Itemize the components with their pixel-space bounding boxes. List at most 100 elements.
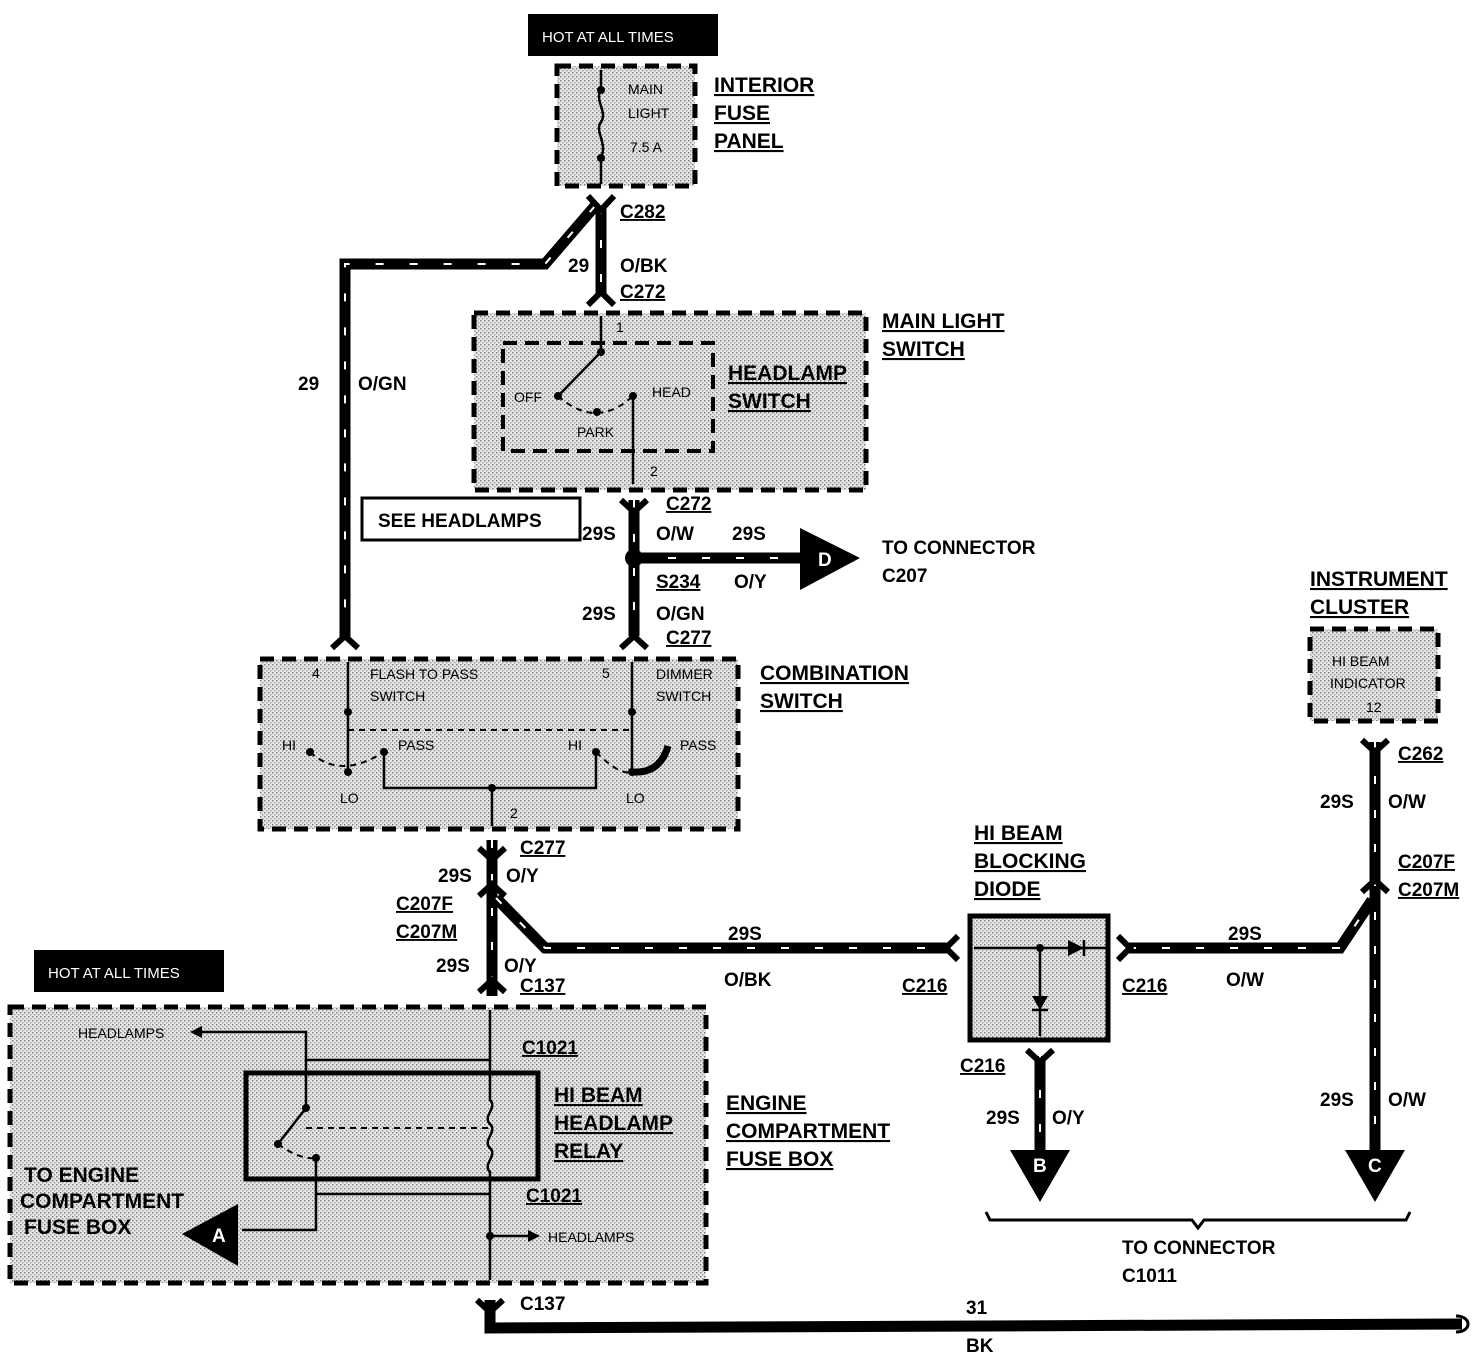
arrow-d-text: D bbox=[818, 550, 832, 571]
headlamp-switch-box bbox=[501, 341, 715, 453]
wire-31-num: 31 bbox=[966, 1298, 988, 1319]
pass-right: PASS bbox=[680, 737, 716, 753]
headlamps-bottom: HEADLAMPS bbox=[548, 1229, 634, 1245]
conn-c282: C282 bbox=[620, 202, 665, 223]
comb-pin-5: 5 bbox=[602, 665, 610, 681]
arrow-b-text: B bbox=[1033, 1156, 1047, 1177]
relay-title-1: HI BEAM bbox=[554, 1084, 643, 1107]
to-engine-1: TO ENGINE bbox=[24, 1164, 139, 1187]
interior-fuse-title-1: INTERIOR bbox=[714, 74, 814, 97]
conn-c207m-left: C207M bbox=[396, 922, 457, 943]
wire-29s-a-num: 29S bbox=[582, 524, 616, 545]
wire-29s-e-num: 29S bbox=[436, 956, 470, 977]
fuse-internals bbox=[597, 70, 605, 184]
pin-2: 2 bbox=[650, 463, 658, 479]
wire-29s-a-color: O/W bbox=[656, 524, 694, 545]
to-connector-c1011-1: TO CONNECTOR bbox=[1122, 1238, 1276, 1259]
wire-29s-cl-color: O/W bbox=[1388, 792, 1426, 813]
flash-label-2: SWITCH bbox=[370, 688, 425, 704]
cluster-title-2: CLUSTER bbox=[1310, 596, 1409, 619]
wire-29-ogn-num: 29 bbox=[298, 374, 319, 395]
arrow-d: D bbox=[800, 528, 860, 590]
wire-29-num: 29 bbox=[568, 256, 589, 277]
wire-29s-obk-to-diode bbox=[492, 894, 948, 954]
indicator-label-3: 12 bbox=[1366, 699, 1382, 715]
wire-29s-dout-num: 29S bbox=[1228, 924, 1262, 945]
wire-29s-h-num: 29S bbox=[728, 924, 762, 945]
ground-end-icon bbox=[1455, 1314, 1470, 1334]
see-headlamps-box: SEE HEADLAMPS bbox=[360, 496, 582, 542]
conn-c216-left: C216 bbox=[902, 976, 947, 997]
conn-c216-right: C216 bbox=[1122, 976, 1167, 997]
diode-internals bbox=[974, 940, 1106, 1036]
indicator-label-1: HI BEAM bbox=[1332, 653, 1390, 669]
pin-1: 1 bbox=[616, 319, 624, 335]
flash-label-1: FLASH TO PASS bbox=[370, 666, 478, 682]
conn-c137-bottom: C137 bbox=[520, 1294, 565, 1315]
wire-29s-c-num: 29S bbox=[438, 866, 472, 887]
pos-off: OFF bbox=[514, 389, 542, 405]
conn-c137-top: C137 bbox=[520, 976, 565, 997]
lo-left: LO bbox=[340, 790, 359, 806]
diode-title-2: BLOCKING bbox=[974, 850, 1086, 873]
conn-c272-bottom: C272 bbox=[666, 494, 711, 515]
wire-29-color: O/BK bbox=[620, 256, 668, 277]
banner-left: HOT AT ALL TIMES bbox=[34, 950, 224, 992]
fuse-label-2: LIGHT bbox=[628, 105, 670, 121]
wire-29-ogn-color: O/GN bbox=[358, 374, 407, 395]
interior-fuse-title-3: PANEL bbox=[714, 130, 784, 153]
wire-29s-bout-color: O/Y bbox=[1052, 1108, 1085, 1129]
banner-top-text: HOT AT ALL TIMES bbox=[542, 29, 674, 46]
arrow-c: C bbox=[1345, 1150, 1405, 1202]
wire-29s-d-color: O/Y bbox=[734, 572, 767, 593]
wire-29s-e-color: O/Y bbox=[504, 956, 537, 977]
dimmer-label-2: SWITCH bbox=[656, 688, 711, 704]
pos-park: PARK bbox=[577, 424, 615, 440]
arrow-a-text: A bbox=[212, 1226, 226, 1247]
relay-title-3: RELAY bbox=[554, 1140, 623, 1163]
c1011-brace bbox=[984, 1211, 1412, 1231]
headlamp-switch-internals bbox=[554, 316, 637, 484]
interior-fuse-title-2: FUSE bbox=[714, 102, 770, 125]
to-connector-c1011-2: C1011 bbox=[1122, 1266, 1177, 1287]
engine-fuse-title-2: COMPARTMENT bbox=[726, 1120, 890, 1143]
wire-29s-cout-color: O/W bbox=[1388, 1090, 1426, 1111]
engine-fuse-title-1: ENGINE bbox=[726, 1092, 807, 1115]
fuse-label-1: MAIN bbox=[628, 81, 663, 97]
pos-head: HEAD bbox=[652, 384, 691, 400]
conn-c207f-right: C207F bbox=[1398, 852, 1455, 873]
banner-top: HOT AT ALL TIMES bbox=[528, 14, 718, 56]
instrument-cluster-box bbox=[1307, 626, 1441, 724]
to-engine-3: FUSE BOX bbox=[24, 1216, 131, 1239]
arrow-b: B bbox=[1010, 1150, 1070, 1202]
conn-c1021-top: C1021 bbox=[522, 1038, 578, 1059]
conn-c277-bottom: C277 bbox=[520, 838, 565, 859]
splice-s234-label: S234 bbox=[656, 572, 701, 593]
see-headlamps-text: SEE HEADLAMPS bbox=[378, 511, 542, 532]
combination-title-2: SWITCH bbox=[760, 690, 843, 713]
engine-compartment-fuse-box bbox=[7, 1004, 709, 1286]
main-light-title-1: MAIN LIGHT bbox=[882, 310, 1005, 333]
fusebox-internals bbox=[190, 1010, 540, 1280]
relay-title-2: HEADLAMP bbox=[554, 1112, 673, 1135]
conn-c272-top: C272 bbox=[620, 282, 665, 303]
wire-29s-b-color: O/GN bbox=[656, 604, 705, 625]
to-connector-c207-1: TO CONNECTOR bbox=[882, 538, 1036, 559]
hi-left: HI bbox=[282, 737, 296, 753]
wire-29s-cl-num: 29S bbox=[1320, 792, 1354, 813]
headlamps-top: HEADLAMPS bbox=[78, 1025, 164, 1041]
combination-title-1: COMBINATION bbox=[760, 662, 909, 685]
wire-29s-d-num: 29S bbox=[732, 524, 766, 545]
indicator-label-2: INDICATOR bbox=[1330, 675, 1406, 691]
banner-left-text: HOT AT ALL TIMES bbox=[48, 965, 180, 982]
conn-c207f-left: C207F bbox=[396, 894, 453, 915]
main-light-title-2: SWITCH bbox=[882, 338, 965, 361]
combination-internals bbox=[306, 662, 672, 826]
lo-right: LO bbox=[626, 790, 645, 806]
cluster-title-1: INSTRUMENT bbox=[1310, 568, 1448, 591]
combination-switch-box bbox=[257, 656, 741, 832]
conn-c1021-bottom: C1021 bbox=[526, 1186, 582, 1207]
to-connector-c207-2: C207 bbox=[882, 566, 927, 587]
